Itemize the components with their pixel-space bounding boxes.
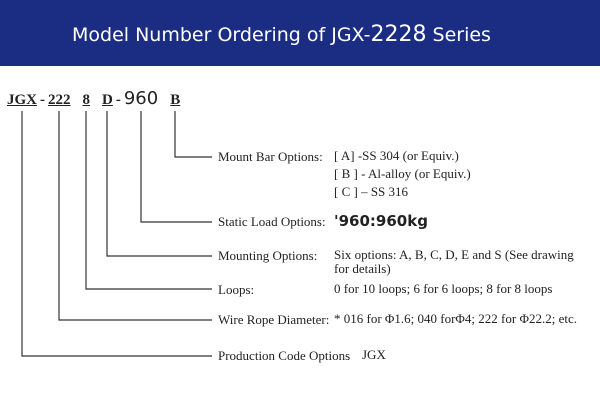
connector-load xyxy=(140,111,212,223)
label-mounting: Mounting Options: xyxy=(218,248,318,263)
page-title: Model Number Ordering of JGX-2228 Series xyxy=(72,22,491,47)
label-loops: Loops: xyxy=(218,282,255,297)
connector-diameter xyxy=(58,111,212,321)
label-wire-rope: Wire Rope Diameter: xyxy=(218,312,330,327)
value-mount-bar-b: [ B ] - Al-alloy (or Equiv.) xyxy=(334,166,471,181)
label-static-load: Static Load Options: xyxy=(218,214,326,229)
connector-mountbar xyxy=(174,111,212,158)
title-banner: Model Number Ordering of JGX-2228 Series xyxy=(0,0,600,66)
value-static-load: '960:960kg xyxy=(334,212,428,230)
code-dash: - xyxy=(115,92,121,108)
value-mount-bar-c: [ C ] – SS 316 xyxy=(334,184,409,199)
code-loops: 8 xyxy=(82,92,91,108)
code-production: JGX xyxy=(7,92,37,108)
code-diameter: 222 xyxy=(48,92,71,108)
label-mount-bar: Mount Bar Options: xyxy=(218,149,323,164)
code-dash: - xyxy=(40,92,45,108)
label-production-code: Production Code Options xyxy=(218,348,351,363)
connector-mounting xyxy=(106,111,212,257)
value-mounting: Six options: A, B, C, D, E and S (See dr… xyxy=(334,247,574,276)
connector-production xyxy=(21,111,212,357)
model-code: JGX - 222 8 D - 960 B xyxy=(7,88,180,109)
value-mount-bar-a: [ A] -SS 304 (or Equiv.) xyxy=(334,148,459,163)
value-loops: 0 for 10 loops; 6 for 6 loops; 8 for 8 l… xyxy=(334,281,553,296)
value-wire-rope: * 016 for Φ1.6; 040 forΦ4; 222 for Φ22.2… xyxy=(334,311,577,326)
connector-loops xyxy=(85,111,212,290)
code-mountbar: B xyxy=(170,92,181,108)
code-load: 960 xyxy=(123,88,159,109)
code-mounting: D xyxy=(102,92,113,108)
value-production-code: JGX xyxy=(362,347,386,362)
